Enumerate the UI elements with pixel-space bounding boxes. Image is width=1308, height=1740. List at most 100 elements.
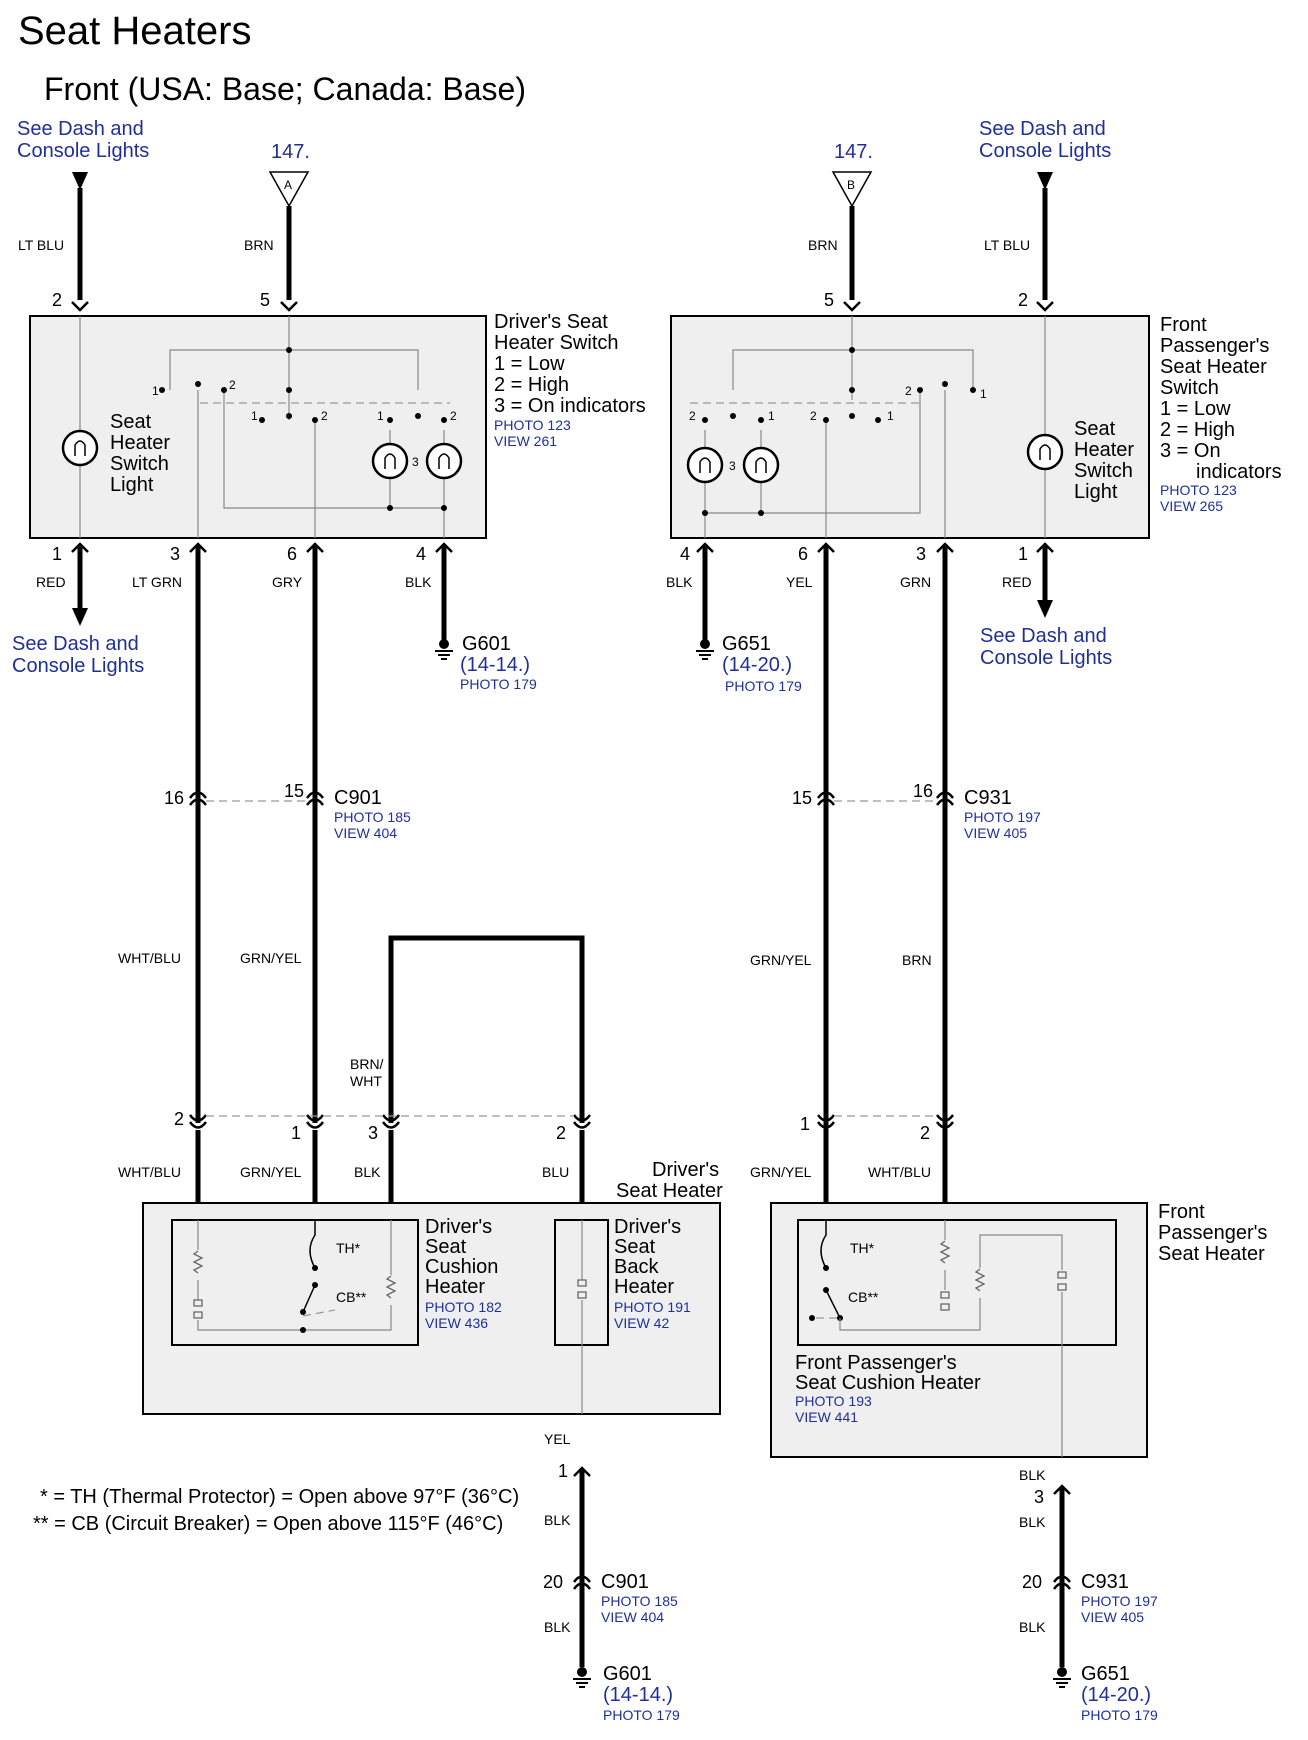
svg-text:4: 4 bbox=[416, 544, 426, 564]
svg-text:2 = High: 2 = High bbox=[1160, 419, 1235, 441]
ref-dash-lights-tl-1[interactable]: See Dash and bbox=[17, 118, 144, 140]
svg-text:PHOTO 185[interactable]: PHOTO 185 bbox=[601, 1593, 678, 1609]
svg-text:TH*: TH* bbox=[336, 1240, 361, 1256]
pin-terminal-icon bbox=[279, 300, 299, 312]
svg-text:3: 3 bbox=[729, 459, 736, 473]
svg-text:Passenger's: Passenger's bbox=[1158, 1222, 1267, 1244]
svg-text:20: 20 bbox=[543, 1572, 563, 1592]
svg-text:BLK: BLK bbox=[405, 574, 432, 590]
svg-text:1 = Low: 1 = Low bbox=[494, 353, 565, 375]
svg-text:1: 1 bbox=[887, 409, 894, 423]
svg-text:2: 2 bbox=[174, 1109, 184, 1129]
svg-text:Seat Cushion Heater: Seat Cushion Heater bbox=[795, 1372, 981, 1394]
svg-text:(14-20.)[interactable]: (14-20.) bbox=[722, 654, 792, 676]
svg-text:PHOTO 185[interactable]: PHOTO 185 bbox=[334, 809, 411, 825]
svg-text:3: 3 bbox=[170, 544, 180, 564]
svg-text:WHT: WHT bbox=[350, 1073, 382, 1089]
svg-text:2: 2 bbox=[229, 378, 236, 392]
svg-text:VIEW 42[interactable]: VIEW 42 bbox=[614, 1315, 669, 1331]
svg-text:WHT/BLU: WHT/BLU bbox=[118, 950, 181, 966]
svg-text:Heater: Heater bbox=[425, 1276, 485, 1298]
svg-text:Back: Back bbox=[614, 1256, 659, 1278]
svg-text:3: 3 bbox=[1034, 1487, 1044, 1507]
svg-text:YEL: YEL bbox=[544, 1431, 571, 1447]
svg-text:VIEW 404[interactable]: VIEW 404 bbox=[334, 825, 397, 841]
arrow-down-icon bbox=[1037, 600, 1053, 618]
svg-text:2: 2 bbox=[450, 409, 457, 423]
svg-text:PHOTO 197[interactable]: PHOTO 197 bbox=[1081, 1593, 1158, 1609]
svg-text:GRY: GRY bbox=[272, 574, 303, 590]
driver-cushion-heater bbox=[171, 1219, 419, 1346]
ref-dash-lights-tl-2[interactable]: Console Lights bbox=[17, 140, 149, 162]
svg-text:VIEW 441[interactable]: VIEW 441 bbox=[795, 1409, 858, 1425]
ref-147-b[interactable]: 147. bbox=[834, 141, 873, 163]
view-link[interactable]: VIEW 265 bbox=[1160, 498, 1223, 514]
svg-text:Seat Heater: Seat Heater bbox=[1160, 356, 1267, 378]
switch-light-label: Seat bbox=[1074, 418, 1116, 440]
svg-text:BLU: BLU bbox=[542, 1164, 569, 1180]
svg-text:5: 5 bbox=[824, 290, 834, 310]
switch-light-label: Seat bbox=[110, 411, 152, 433]
svg-text:PHOTO 191[interactable]: PHOTO 191 bbox=[614, 1299, 691, 1315]
svg-text:PHOTO 179[interactable]: PHOTO 179 bbox=[1081, 1707, 1158, 1723]
svg-text:PHOTO 179[interactable]: PHOTO 179 bbox=[725, 678, 802, 694]
svg-text:PHOTO 182[interactable]: PHOTO 182 bbox=[425, 1299, 502, 1315]
svg-text:3: 3 bbox=[916, 544, 926, 564]
svg-text:Light: Light bbox=[1074, 481, 1118, 503]
svg-text:2: 2 bbox=[1018, 290, 1028, 310]
svg-text:BLK: BLK bbox=[544, 1512, 571, 1528]
svg-text:2: 2 bbox=[689, 409, 696, 423]
driver-cushion-label: Driver's bbox=[425, 1216, 492, 1238]
svg-text:PHOTO 197[interactable]: PHOTO 197 bbox=[964, 809, 1041, 825]
svg-text:Switch: Switch bbox=[1074, 460, 1133, 482]
svg-text:CB**: CB** bbox=[848, 1289, 879, 1305]
driver-back-label: Driver's bbox=[614, 1216, 681, 1238]
svg-text:C931: C931 bbox=[1081, 1571, 1129, 1593]
svg-text:VIEW 405[interactable]: VIEW 405 bbox=[964, 825, 1027, 841]
svg-text:(14-20.)[interactable]: (14-20.) bbox=[1081, 1684, 1151, 1706]
svg-text:Passenger's: Passenger's bbox=[1160, 335, 1269, 357]
svg-text:3 = On indicators: 3 = On indicators bbox=[494, 395, 646, 417]
wire-brn-wht-jumper bbox=[388, 935, 585, 1123]
svg-text:VIEW 436[interactable]: VIEW 436 bbox=[425, 1315, 488, 1331]
svg-text:Seat Heater: Seat Heater bbox=[1158, 1243, 1265, 1265]
svg-text:16: 16 bbox=[913, 781, 933, 801]
svg-text:PHOTO 179[interactable]: PHOTO 179 bbox=[460, 676, 537, 692]
photo-link[interactable]: PHOTO 123 bbox=[1160, 482, 1237, 498]
connector-c931: C931 bbox=[964, 787, 1012, 809]
ref-dash-lights-tr-2[interactable]: Console Lights bbox=[979, 140, 1111, 162]
svg-text:BRN: BRN bbox=[902, 952, 932, 968]
ref-dash-lights-tr-1[interactable]: See Dash and bbox=[979, 118, 1106, 140]
svg-text:VIEW 405[interactable]: VIEW 405 bbox=[1081, 1609, 1144, 1625]
driver-heater-title: Driver's bbox=[652, 1159, 719, 1181]
connector-a-triangle bbox=[268, 171, 310, 208]
ref-dash-lights-br-1[interactable]: See Dash and bbox=[980, 625, 1107, 647]
svg-text:BLK: BLK bbox=[544, 1619, 571, 1635]
svg-text:VIEW 404[interactable]: VIEW 404 bbox=[601, 1609, 664, 1625]
svg-text:2: 2 bbox=[810, 409, 817, 423]
photo-link[interactable]: PHOTO 123 bbox=[494, 417, 571, 433]
svg-text:1: 1 bbox=[52, 544, 62, 564]
view-link[interactable]: VIEW 261 bbox=[494, 433, 557, 449]
svg-text:2: 2 bbox=[556, 1123, 566, 1143]
svg-text:PHOTO 193[interactable]: PHOTO 193 bbox=[795, 1393, 872, 1409]
svg-text:YEL: YEL bbox=[786, 574, 813, 590]
svg-text:Switch: Switch bbox=[110, 453, 169, 475]
svg-text:BLK: BLK bbox=[354, 1164, 381, 1180]
pin-terminal-icon bbox=[70, 300, 90, 312]
ref-dash-lights-bl-2[interactable]: Console Lights bbox=[12, 655, 144, 677]
ref-dash-lights-bl-1[interactable]: See Dash and bbox=[12, 633, 139, 655]
arrow-up-icon bbox=[1037, 172, 1053, 190]
note-th: * = TH (Thermal Protector) = Open above … bbox=[40, 1486, 519, 1508]
ref-147-a[interactable]: 147. bbox=[271, 141, 310, 163]
svg-text:G601: G601 bbox=[603, 1663, 652, 1685]
svg-text:RED: RED bbox=[36, 574, 66, 590]
svg-text:(14-14.)[interactable]: (14-14.) bbox=[603, 1684, 673, 1706]
ref-dash-lights-br-2[interactable]: Console Lights bbox=[980, 647, 1112, 669]
svg-text:indicators: indicators bbox=[1196, 461, 1282, 483]
wire-label: BRN bbox=[244, 237, 274, 253]
svg-text:PHOTO 179[interactable]: PHOTO 179 bbox=[603, 1707, 680, 1723]
svg-text:1: 1 bbox=[152, 384, 159, 398]
svg-text:(14-14.)[interactable]: (14-14.) bbox=[460, 654, 530, 676]
